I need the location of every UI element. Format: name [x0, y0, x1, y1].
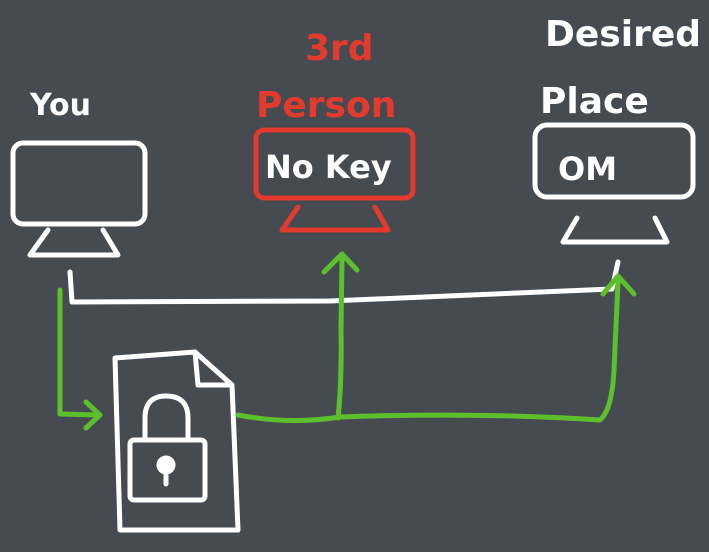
desired-monitor-icon: [532, 122, 696, 245]
third-person-label-top: 3rd: [305, 28, 374, 69]
desired-label-top: Desired: [545, 14, 701, 55]
padlock-icon: [127, 393, 208, 503]
file-icon: [112, 349, 241, 533]
arrow-you-to-file: [57, 287, 101, 418]
no-key-label: No Key: [265, 148, 392, 186]
desired-label-bottom: Place: [540, 81, 649, 122]
you-monitor-icon: [10, 140, 148, 258]
arrow-you-to-file-head: [83, 399, 103, 431]
arrow-to-third-person-head: [321, 251, 360, 275]
arrow-file-out: [235, 279, 621, 424]
green-flow-arrows: [57, 251, 637, 431]
desired-screen-text: OM: [558, 150, 617, 188]
third-person-group: 3rd Person No Key: [253, 28, 416, 233]
third-person-monitor-icon: [253, 127, 416, 233]
you-group: You: [10, 88, 148, 258]
encrypted-file-group: [112, 349, 241, 533]
you-label: You: [29, 88, 91, 123]
desired-place-group: Desired Place OM: [532, 14, 701, 245]
arrow-to-third-person: [335, 255, 345, 421]
arrow-to-desired-head: [600, 273, 637, 297]
third-person-label-bottom: Person: [256, 85, 396, 126]
